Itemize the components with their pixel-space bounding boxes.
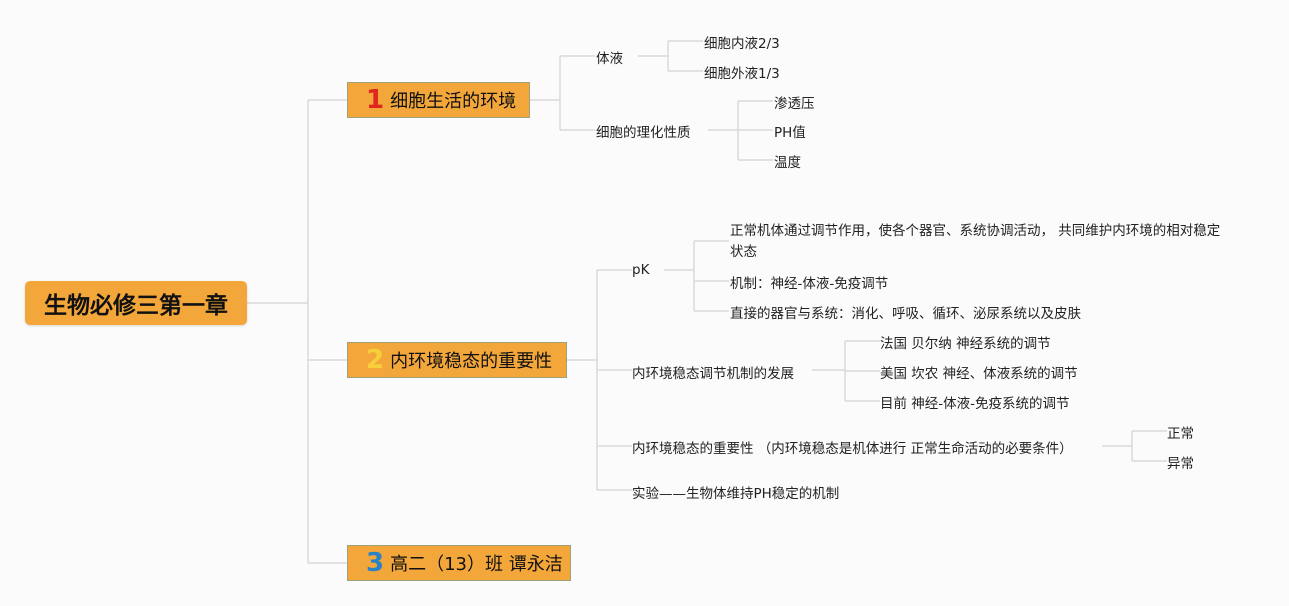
subtopic-intracellular-fluid[interactable]: 细胞内液2/3: [704, 36, 780, 52]
branch-3-label: 高二（13）班 谭永洁: [390, 554, 563, 575]
branch-2-topic[interactable]: 2 内环境稳态的重要性: [347, 342, 567, 378]
subtopic-osmotic-pressure[interactable]: 渗透压: [774, 96, 815, 112]
subtopic-current[interactable]: 目前 神经-体液-免疫系统的调节: [880, 396, 1070, 412]
branch-3-topic[interactable]: 3 高二（13）班 谭永洁: [347, 545, 571, 581]
subtopic-mechanism[interactable]: 机制：神经-体液-免疫调节: [730, 276, 889, 292]
subtopic-ph-value[interactable]: PH值: [774, 125, 806, 141]
branch-1-topic[interactable]: 1 细胞生活的环境: [347, 82, 530, 118]
subtopic-abnormal[interactable]: 异常: [1167, 456, 1194, 472]
subtopic-mechanism-development[interactable]: 内环境稳态调节机制的发展: [632, 366, 794, 382]
subtopic-organs-systems[interactable]: 直接的器官与系统：消化、呼吸、循环、泌尿系统以及皮肤: [730, 306, 1081, 322]
branch-1-number: 1: [366, 85, 385, 115]
subtopic-experiment[interactable]: 实验——生物体维持PH稳定的机制: [632, 486, 840, 502]
subtopic-homeostasis-definition[interactable]: 正常机体通过调节作用，使各个器官、系统协调活动， 共同维护内环境的相对稳定状态: [730, 223, 1221, 260]
subtopic-cannon[interactable]: 美国 坎农 神经、体液系统的调节: [880, 366, 1078, 382]
subtopic-importance[interactable]: 内环境稳态的重要性 （内环境稳态是机体进行 正常生命活动的必要条件）: [632, 441, 1073, 457]
subtopic-temperature[interactable]: 温度: [774, 155, 801, 171]
subtopic-physicochemical[interactable]: 细胞的理化性质: [596, 125, 691, 141]
branch-3-number: 3: [366, 548, 385, 578]
subtopic-extracellular-fluid[interactable]: 细胞外液1/3: [704, 66, 780, 82]
subtopic-pk[interactable]: pK: [632, 262, 650, 278]
subtopic-bernard[interactable]: 法国 贝尔纳 神经系统的调节: [880, 336, 1051, 352]
branch-2-number: 2: [366, 345, 385, 375]
branch-2-label: 内环境稳态的重要性: [390, 351, 553, 372]
subtopic-tiye[interactable]: 体液: [596, 51, 623, 67]
branch-1-label: 细胞生活的环境: [390, 91, 517, 112]
subtopic-normal[interactable]: 正常: [1167, 426, 1194, 442]
root-topic[interactable]: 生物必修三第一章: [25, 281, 247, 325]
